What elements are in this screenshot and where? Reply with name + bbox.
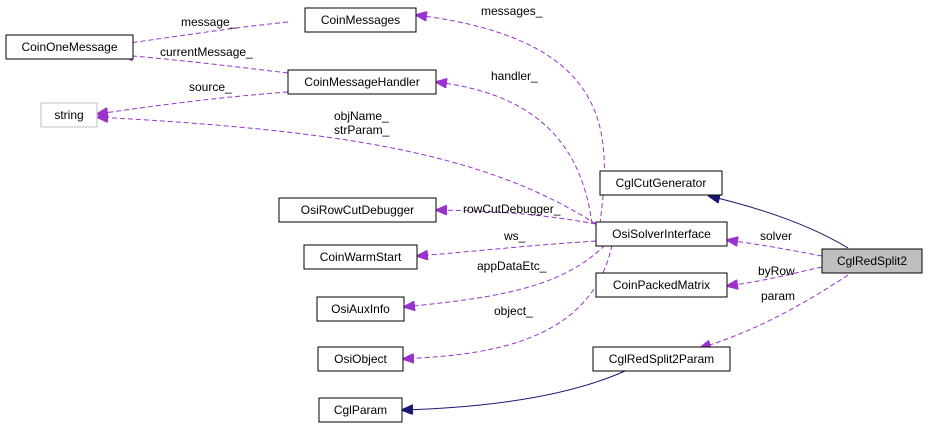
edge-inherit-cgl-param [402,370,626,410]
node-label: CoinMessages [321,13,400,27]
node-label: OsiObject [334,352,387,366]
node-coin-warm-start[interactable]: CoinWarmStart [303,244,418,270]
node-cgl-cut-generator[interactable]: CglCutGenerator [599,170,723,196]
node-label: CoinWarmStart [320,250,402,264]
label-param: param [761,289,795,303]
label-str-param: strParam_ [334,123,390,137]
node-cgl-red-split2[interactable]: CglRedSplit2 [821,248,923,274]
node-osi-solver-interface[interactable]: OsiSolverInterface [595,221,728,247]
label-by-row: byRow [758,264,795,278]
node-osi-object[interactable]: OsiObject [317,346,404,372]
node-label: CglParam [334,403,387,417]
node-osi-aux-info[interactable]: OsiAuxInfo [316,296,405,322]
node-label: CglRedSplit2Param [609,352,714,366]
label-ws: ws_ [503,229,526,243]
node-cgl-red-split2-param[interactable]: CglRedSplit2Param [592,346,731,372]
node-label: CglRedSplit2 [837,254,907,268]
node-string[interactable]: string [40,102,98,128]
label-obj-name: objName_ [334,109,389,123]
label-handler: handler_ [491,69,538,83]
node-coin-packed-matrix[interactable]: CoinPackedMatrix [595,272,728,298]
node-label: OsiSolverInterface [612,227,711,241]
node-label: CoinOneMessage [21,40,117,54]
edge-param [700,274,849,348]
label-source: source_ [189,80,232,94]
edge-row-cut-debugger [436,210,597,225]
node-coin-messages[interactable]: CoinMessages [304,7,417,33]
edge-messages [416,15,605,225]
node-osi-row-cut-debugger[interactable]: OsiRowCutDebugger [278,197,437,223]
edge-handler [436,82,593,225]
edge-current-message [122,55,289,74]
node-cgl-param[interactable]: CglParam [318,397,403,423]
edge-app-data-etc [404,244,606,307]
label-current-message: currentMessage_ [160,45,253,59]
edge-source [97,91,289,114]
edge-obj-name [97,117,597,225]
node-coin-one-message[interactable]: CoinOneMessage [5,34,134,60]
node-label: string [54,108,83,122]
node-label: OsiAuxInfo [331,302,390,316]
label-app-data-etc: appDataEtc_ [477,259,547,273]
node-label: CglCutGenerator [616,176,707,190]
edge-inherit-cut-generator [709,196,849,249]
node-coin-message-handler[interactable]: CoinMessageHandler [287,69,437,95]
edge-by-row [727,266,823,286]
node-label: CoinMessageHandler [304,75,419,89]
label-messages: messages_ [481,4,543,18]
edge-ws [417,240,597,256]
label-solver: solver [760,229,792,243]
edge-message [122,21,289,44]
edge-labels: message_ currentMessage_ source_ objName… [160,4,795,318]
edge-solver [727,240,823,257]
label-row-cut-debugger: rowCutDebugger_ [463,202,561,216]
label-object: object_ [494,304,533,318]
node-label: OsiRowCutDebugger [301,203,414,217]
label-message: message_ [181,15,237,29]
edges [97,15,849,410]
node-label: CoinPackedMatrix [613,278,710,292]
